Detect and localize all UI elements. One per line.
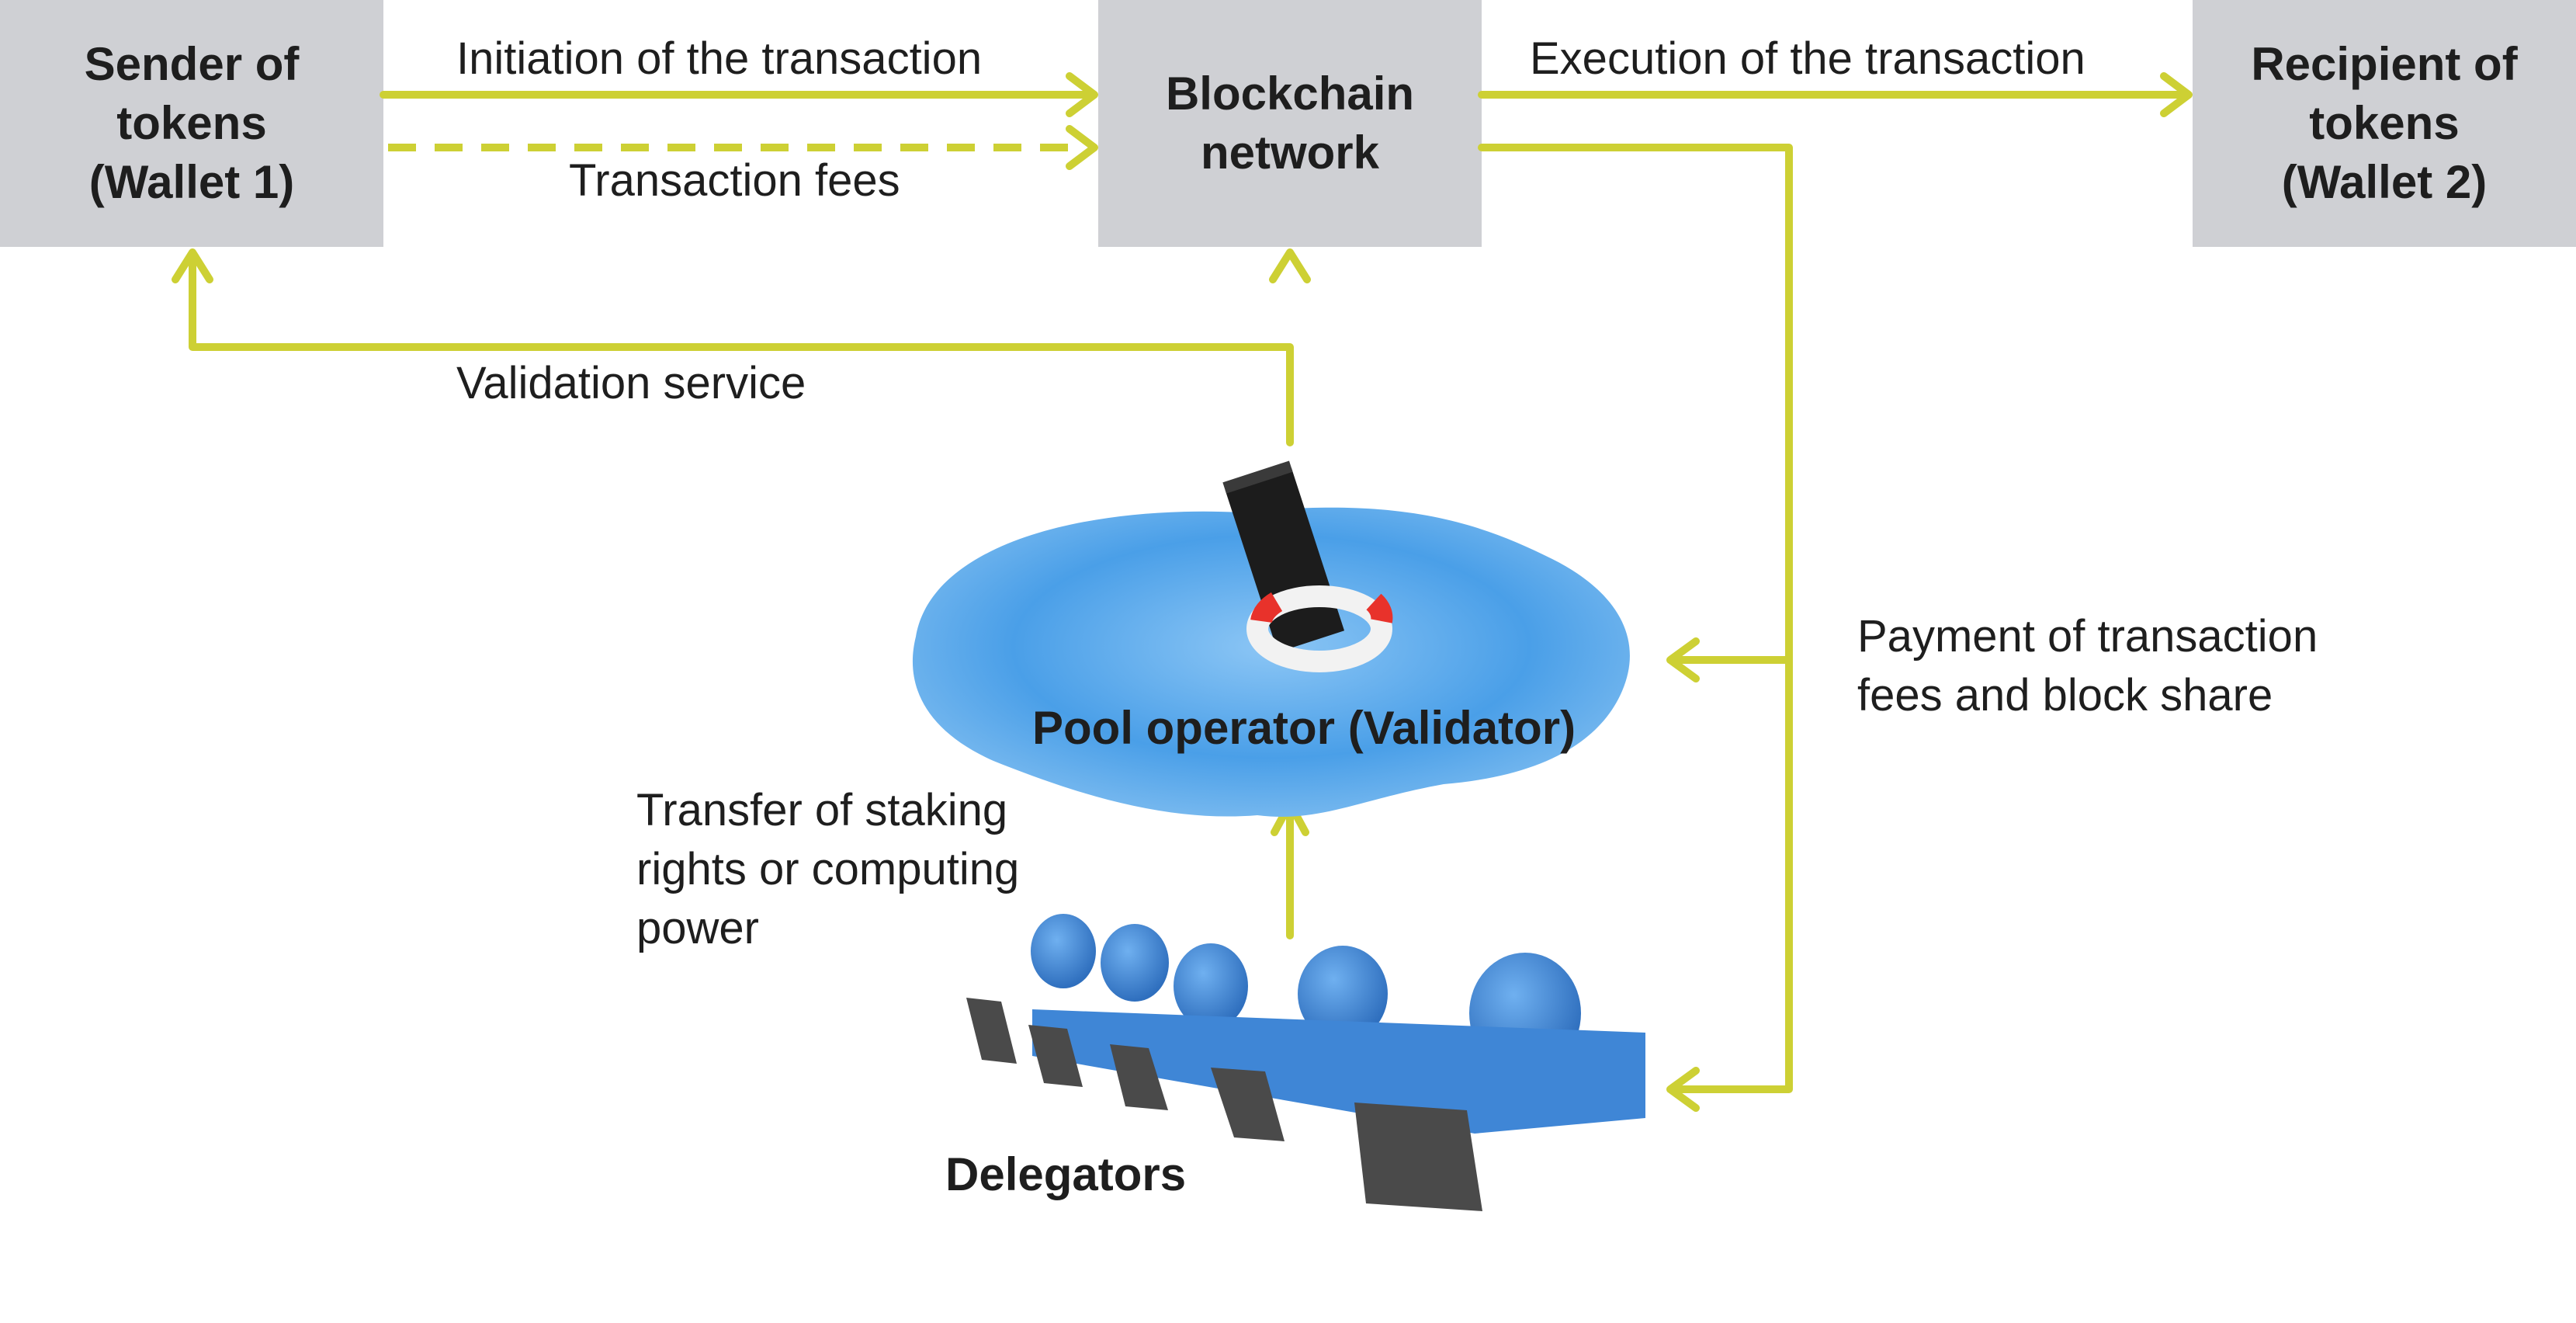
sender-wallet-box: Sender of tokens (Wallet 1): [0, 0, 383, 247]
lifebuoy-icon: [1246, 585, 1393, 672]
fees-label: Transaction fees: [569, 155, 900, 206]
initiation-arrowhead: [1066, 72, 1098, 117]
pool-operator-label: Pool operator (Validator): [1032, 702, 1576, 754]
recipient-wallet-box: Recipient of tokens (Wallet 2): [2193, 0, 2576, 247]
delegators-label: Delegators: [945, 1148, 1187, 1200]
execution-arrowhead: [2160, 72, 2193, 117]
validation-up-arrowhead: [1269, 248, 1311, 283]
payment-arrow: [1478, 144, 1793, 1093]
initiation-label: Initiation of the transaction: [456, 33, 983, 84]
payment-label: Payment of transaction fees and block sh…: [1857, 611, 2318, 721]
recipient-label: Recipient of tokens (Wallet 2): [2251, 38, 2518, 208]
delegators-illustration: [966, 914, 1645, 1211]
validation-label: Validation service: [456, 358, 806, 408]
pool-water-icon: [912, 507, 1630, 817]
transfer-label: Transfer of staking rights or computing …: [636, 785, 1020, 953]
fees-arrowhead: [1066, 125, 1098, 170]
sender-label: Sender of tokens (Wallet 1): [84, 38, 300, 208]
execution-label: Execution of the transaction: [1530, 33, 2085, 84]
validation-arrow: [189, 252, 1294, 446]
blockchain-network-box: Blockchain network: [1098, 0, 1482, 247]
blockchain-label: Blockchain network: [1165, 68, 1415, 179]
